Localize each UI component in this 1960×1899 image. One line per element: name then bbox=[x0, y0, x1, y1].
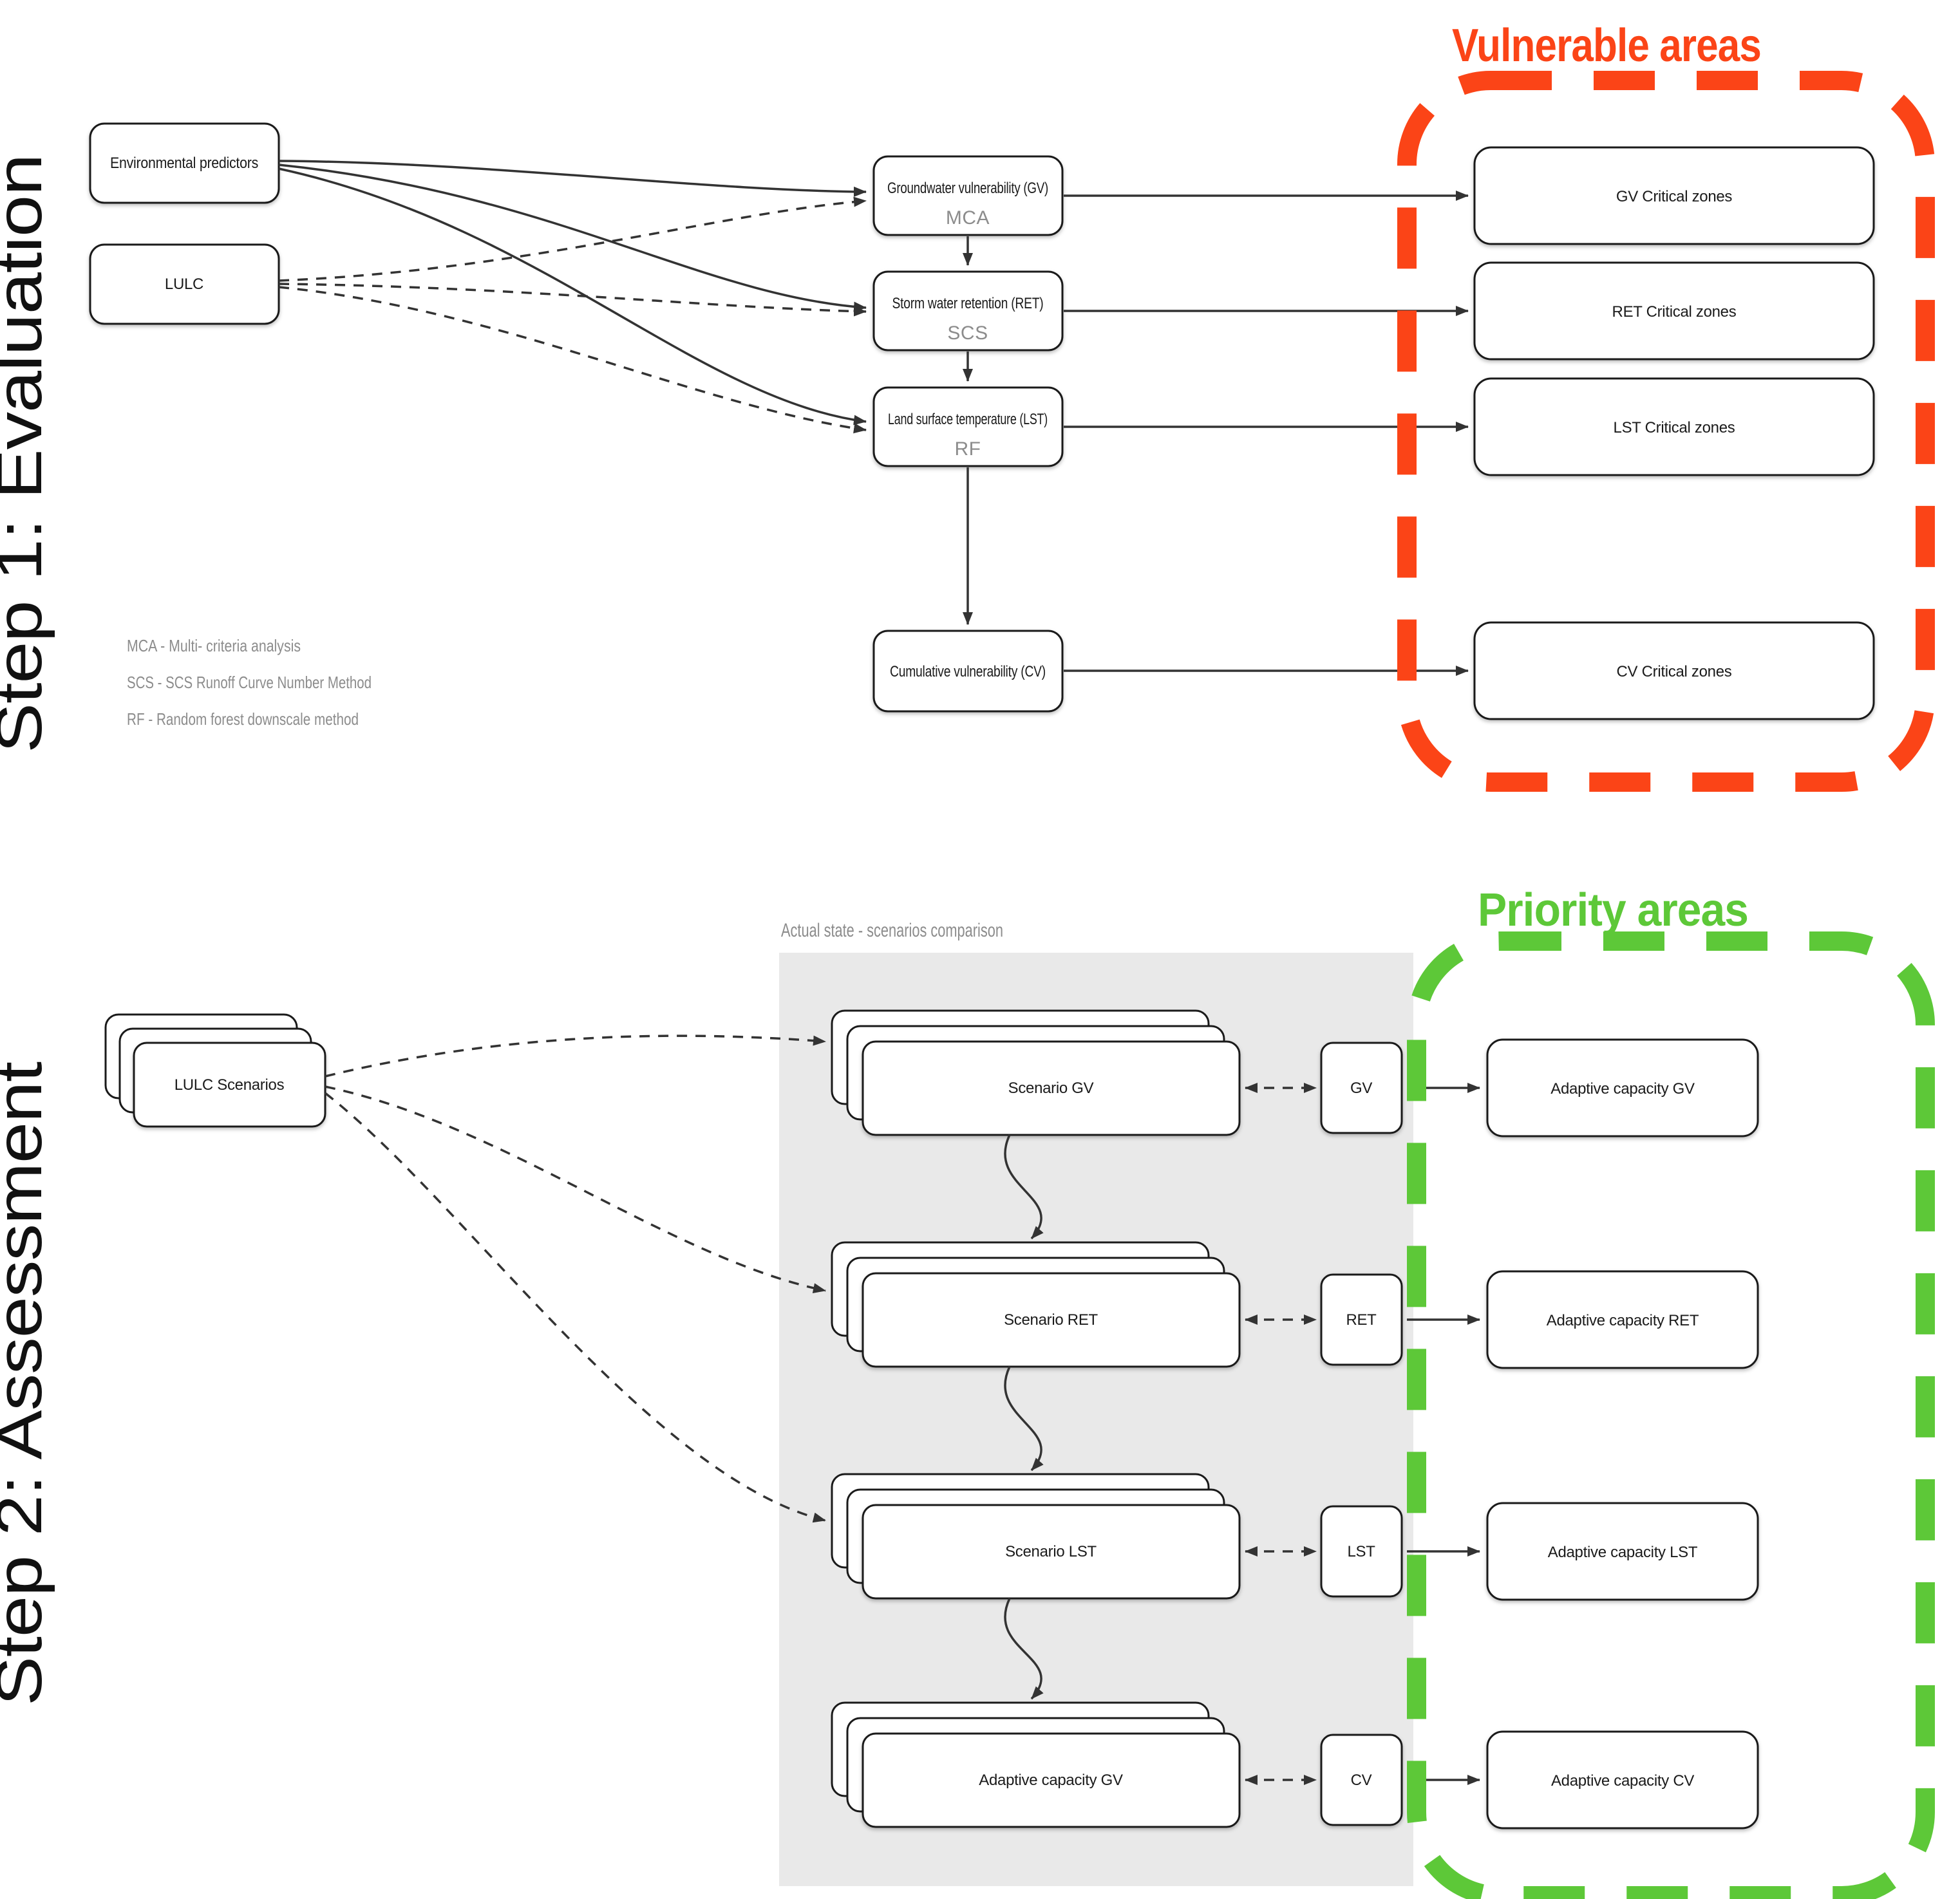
cv-critical-zones-box bbox=[1473, 621, 1875, 720]
gv-actual-box bbox=[1320, 1042, 1403, 1134]
env-predictors-box bbox=[89, 122, 280, 204]
adaptive-gv-scenario-box bbox=[862, 1732, 1241, 1828]
gv-actual-label: GV bbox=[1350, 1080, 1372, 1097]
lulc-to-ret-connector bbox=[278, 283, 867, 317]
lulc-scenarios-box bbox=[133, 1042, 326, 1128]
scenario-gv-box bbox=[862, 1040, 1241, 1136]
gv-process-box bbox=[872, 155, 1064, 236]
ret-process-label: Storm water retention (RET) bbox=[892, 295, 1044, 312]
vulnerable-areas-title: Vulnerable areas bbox=[1452, 20, 1761, 71]
priority-areas-title: Priority areas bbox=[1478, 884, 1748, 936]
gv-critical-zones-box bbox=[1473, 146, 1875, 245]
cv-process-box bbox=[872, 630, 1064, 713]
cv-actual-box bbox=[1320, 1734, 1403, 1826]
env-to-lst-connector bbox=[278, 167, 867, 426]
adaptive-capacity-cv-label: Adaptive capacity CV bbox=[1551, 1772, 1694, 1790]
lulc-label: LULC bbox=[165, 276, 203, 293]
lst-actual-label: LST bbox=[1347, 1543, 1375, 1560]
gv-critical-zones-label: GV Critical zones bbox=[1616, 188, 1733, 205]
lst-actual-box bbox=[1320, 1505, 1403, 1598]
lst-process-box bbox=[872, 386, 1064, 467]
step1-label: Step 1: Evaluation bbox=[0, 154, 55, 753]
gv-to-ret-scenario-arrow bbox=[1004, 1134, 1044, 1240]
ret-method-label: SCS bbox=[947, 323, 988, 344]
scenario-lst-label: Scenario LST bbox=[1005, 1543, 1097, 1560]
lst-critical-zones-box bbox=[1473, 377, 1875, 476]
step2-section: Step 2: Assessment Actual state - scenar… bbox=[0, 884, 1935, 1899]
adaptive-capacity-lst-box bbox=[1486, 1502, 1759, 1601]
lst-method-label: RF bbox=[955, 438, 981, 460]
ret-process-box bbox=[872, 270, 1064, 351]
legend-rf: RF - Random forest downscale method bbox=[127, 709, 359, 729]
adaptive-capacity-cv-box bbox=[1486, 1730, 1759, 1829]
scenario-ret-label: Scenario RET bbox=[1004, 1311, 1098, 1329]
scenarios-to-ret-connector bbox=[325, 1085, 826, 1293]
lulc-to-lst-connector bbox=[278, 286, 867, 434]
ret-to-lst-scenario-arrow bbox=[1004, 1366, 1044, 1472]
comparison-panel-title: Actual state - scenarios comparison bbox=[781, 920, 1003, 941]
legend-mca: MCA - Multi- criteria analysis bbox=[127, 636, 301, 655]
lst-process-label: Land surface temperature (LST) bbox=[888, 411, 1048, 428]
cv-critical-zones-label: CV Critical zones bbox=[1617, 663, 1732, 680]
ret-critical-zones-box bbox=[1473, 261, 1875, 360]
adaptive-capacity-ret-box bbox=[1486, 1270, 1759, 1369]
cv-actual-label: CV bbox=[1351, 1772, 1372, 1789]
ret-actual-box bbox=[1320, 1273, 1403, 1366]
scenarios-to-lst-connector bbox=[324, 1092, 826, 1523]
scenario-lst-box bbox=[862, 1504, 1241, 1600]
gv-process-label: Groundwater vulnerability (GV) bbox=[887, 180, 1048, 197]
ret-critical-zones-label: RET Critical zones bbox=[1612, 303, 1737, 321]
lst-critical-zones-label: LST Critical zones bbox=[1614, 419, 1735, 436]
gv-method-label: MCA bbox=[946, 207, 990, 229]
legend-scs: SCS - SCS Runoff Curve Number Method bbox=[127, 673, 372, 692]
step2-label: Step 2: Assessment bbox=[0, 1062, 55, 1706]
vulnerable-areas-border bbox=[1397, 71, 1935, 792]
scenario-ret-box bbox=[862, 1272, 1241, 1368]
adaptive-capacity-gv-box bbox=[1486, 1038, 1759, 1137]
scenario-gv-label: Scenario GV bbox=[1008, 1080, 1094, 1097]
lst-to-cv-scenario-arrow bbox=[1004, 1598, 1044, 1700]
lulc-scenarios-label: LULC Scenarios bbox=[174, 1076, 285, 1094]
env-to-ret-connector bbox=[278, 164, 867, 312]
adaptive-gv-scenario-label: Adaptive capacity GV bbox=[979, 1772, 1123, 1789]
lulc-to-gv-connector bbox=[278, 196, 867, 282]
cv-process-label: Cumulative vulnerability (CV) bbox=[890, 663, 1046, 680]
ret-actual-label: RET bbox=[1346, 1311, 1377, 1329]
priority-areas-border bbox=[1407, 931, 1935, 1899]
adaptive-capacity-ret-label: Adaptive capacity RET bbox=[1547, 1312, 1699, 1329]
adaptive-capacity-gv-label: Adaptive capacity GV bbox=[1550, 1080, 1695, 1098]
scenarios-to-gv-connector bbox=[325, 1034, 826, 1078]
adaptive-capacity-lst-label: Adaptive capacity LST bbox=[1548, 1544, 1698, 1561]
env-predictors-label: Environmental predictors bbox=[110, 154, 258, 172]
step1-section: Step 1: Evaluation Environmental predict… bbox=[0, 20, 1935, 792]
env-to-gv-connector bbox=[278, 160, 867, 197]
